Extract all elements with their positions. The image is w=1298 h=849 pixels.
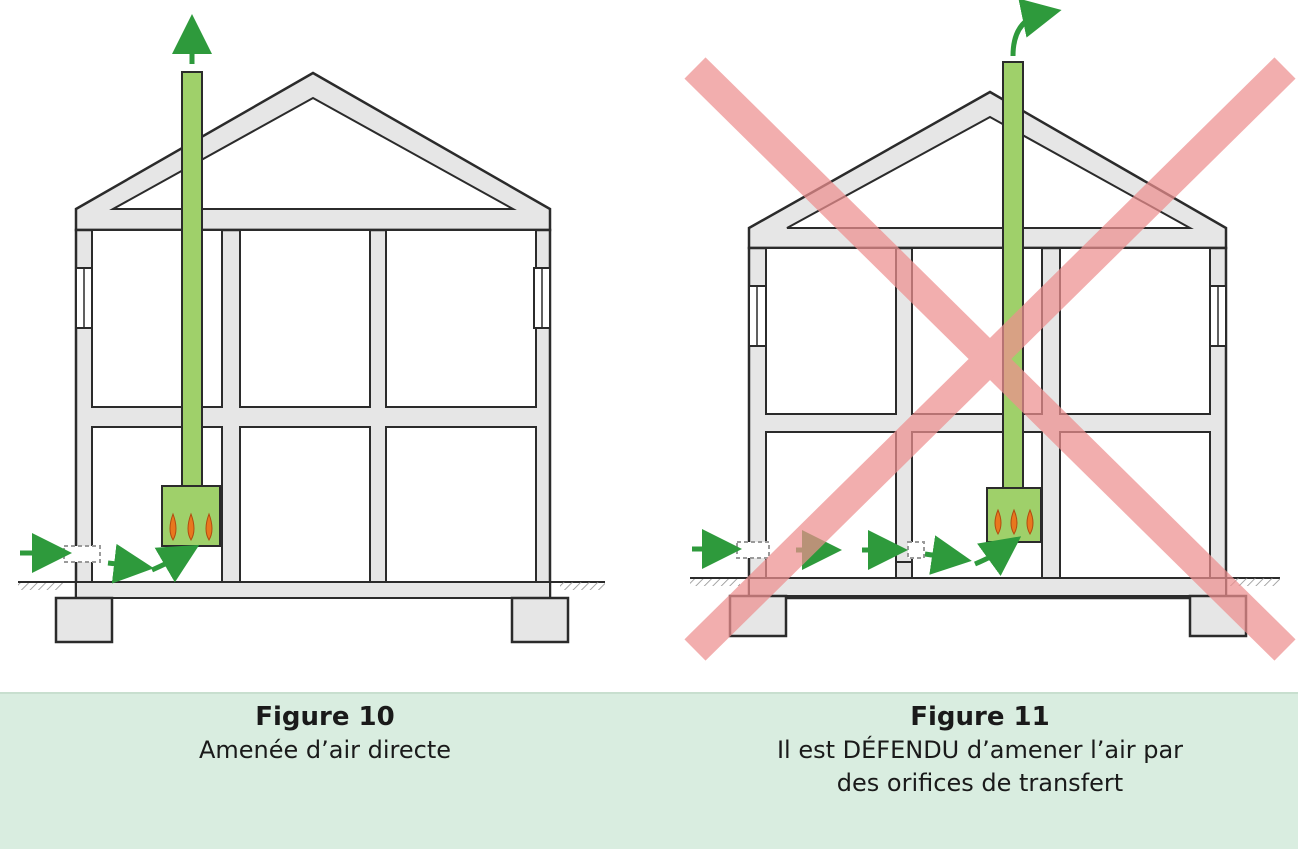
air-inlet-grille bbox=[736, 541, 770, 559]
floor-slab bbox=[75, 581, 551, 599]
air-inlet-grille bbox=[63, 545, 101, 563]
footing-right bbox=[510, 596, 570, 644]
ground-hatch-left bbox=[18, 582, 63, 590]
crawl-vent bbox=[895, 561, 913, 579]
flue-pipe bbox=[181, 71, 203, 491]
transfer-orifice bbox=[907, 541, 925, 559]
ground-hatch-left bbox=[690, 578, 740, 586]
room bbox=[239, 426, 371, 583]
ground-hatch-right bbox=[560, 582, 605, 590]
exhaust-arrow-icon bbox=[1010, 0, 1062, 57]
attic-space bbox=[109, 96, 517, 210]
figure-11-title: Figure 11 bbox=[910, 702, 1050, 732]
figure-11-text-line1: Il est DÉFENDU d’amener l’air par bbox=[776, 736, 1184, 764]
figure-11-caption: Figure 11 Il est DÉFENDU d’amener l’air … bbox=[700, 700, 1260, 800]
figure-10-house bbox=[18, 14, 605, 644]
floor-slab bbox=[748, 577, 1227, 597]
room bbox=[765, 247, 897, 415]
figure-11-house bbox=[684, 0, 1296, 661]
footing-left bbox=[54, 596, 114, 644]
figure-10-title: Figure 10 bbox=[255, 702, 395, 732]
ground-hatch-right bbox=[1230, 578, 1280, 586]
room bbox=[385, 426, 537, 583]
figure-10-caption: Figure 10 Amenée d’air directe bbox=[110, 700, 540, 767]
intake-arrow-icon bbox=[974, 536, 1022, 576]
flue-pipe bbox=[1002, 61, 1024, 491]
intake-arrow-icon bbox=[150, 544, 200, 583]
room bbox=[385, 229, 537, 408]
intake-arrow-icon bbox=[107, 543, 154, 584]
diagrams bbox=[18, 0, 1296, 661]
intake-arrow-icon bbox=[924, 535, 972, 575]
room bbox=[239, 229, 371, 408]
caption-band bbox=[0, 692, 1298, 849]
attic-space bbox=[786, 115, 1194, 229]
figure-11-text-line2: des orifices de transfert bbox=[836, 769, 1124, 797]
flame-icon bbox=[169, 512, 213, 541]
figure-10-text: Amenée d’air directe bbox=[198, 736, 452, 764]
flame-icon bbox=[994, 508, 1034, 535]
forbidden-cross-icon bbox=[684, 57, 1296, 661]
